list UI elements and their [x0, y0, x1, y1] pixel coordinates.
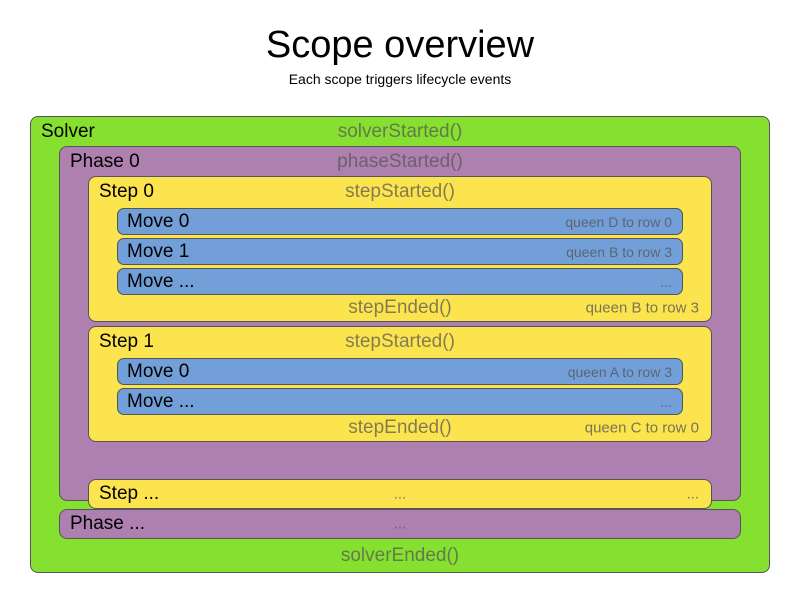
move-label: Move ...: [127, 270, 195, 292]
phase-more-label: Phase ...: [70, 513, 145, 534]
move-result: queen D to row 0: [565, 213, 672, 230]
phase-started-event: phaseStarted(): [337, 151, 463, 172]
step-more-label: Step ...: [99, 483, 160, 504]
page-subtitle: Each scope triggers lifecycle events: [288, 71, 512, 87]
step-1-ended-result: queen C to row 0: [584, 419, 699, 437]
scope-step-1[interactable]: Step 1 stepStarted() Move 0 queen A to r…: [88, 326, 712, 442]
step-0-ended-result: queen B to row 3: [585, 299, 699, 317]
move-bar[interactable]: Move 0 queen A to row 3: [117, 358, 683, 385]
move-bar[interactable]: Move 0 queen D to row 0: [117, 208, 683, 235]
scope-solver[interactable]: Solver solverStarted() Phase 0 phaseStar…: [30, 116, 770, 573]
step-more-event: ...: [393, 485, 407, 503]
move-result: queen B to row 3: [566, 243, 672, 260]
move-label: Move 0: [127, 210, 190, 232]
move-result: ...: [660, 393, 672, 410]
scope-step-more[interactable]: Step ... ... ...: [88, 479, 712, 509]
step-1-started-event: stepStarted(): [345, 331, 455, 352]
phase-0-header-row: Phase 0 phaseStarted(): [60, 147, 740, 177]
step-1-header-row: Step 1 stepStarted(): [89, 327, 711, 357]
step-1-footer-row: stepEnded() queen C to row 0: [89, 413, 711, 443]
move-label: Move 0: [127, 360, 190, 382]
move-result: queen A to row 3: [567, 363, 672, 380]
step-0-started-event: stepStarted(): [345, 181, 455, 202]
move-result: ...: [660, 273, 672, 290]
scope-step-0[interactable]: Step 0 stepStarted() Move 0 queen D to r…: [88, 176, 712, 322]
step-1-label: Step 1: [99, 331, 154, 352]
move-bar[interactable]: Move ... ...: [117, 268, 683, 295]
scope-phase-more[interactable]: Phase ... ...: [59, 509, 741, 539]
solver-ended-event: solverEnded(): [340, 545, 460, 566]
move-bar[interactable]: Move 1 queen B to row 3: [117, 238, 683, 265]
phase-0-label: Phase 0: [70, 151, 140, 172]
page-header: Scope overview Each scope triggers lifec…: [0, 22, 800, 88]
step-0-header-row: Step 0 stepStarted(): [89, 177, 711, 207]
move-bar[interactable]: Move ... ...: [117, 388, 683, 415]
move-label: Move ...: [127, 390, 195, 412]
solver-header-row: Solver solverStarted(): [31, 117, 769, 147]
phase-more-event: ...: [393, 515, 407, 533]
solver-started-event: solverStarted(): [337, 121, 463, 142]
scope-phase-0[interactable]: Phase 0 phaseStarted() Step 0 stepStarte…: [59, 146, 741, 540]
step-0-label: Step 0: [99, 181, 154, 202]
step-more-result: ...: [686, 485, 699, 503]
page-title: Scope overview: [265, 24, 535, 66]
solver-label: Solver: [41, 121, 95, 142]
step-0-footer-row: stepEnded() queen B to row 3: [89, 293, 711, 323]
move-label: Move 1: [127, 240, 190, 262]
